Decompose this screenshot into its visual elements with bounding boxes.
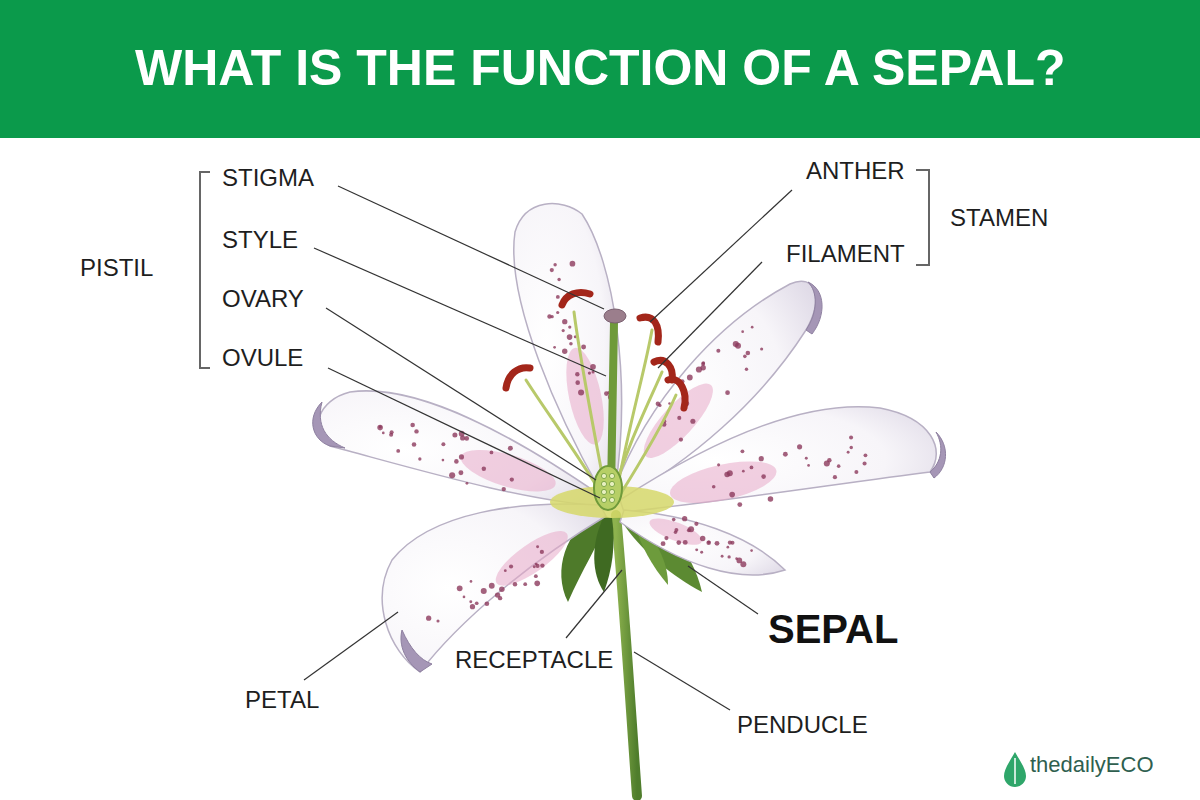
part-label: FILAMENT xyxy=(786,240,905,268)
petal-tips xyxy=(313,282,946,672)
flower-centre xyxy=(550,486,674,518)
part-label: ANTHER xyxy=(806,157,905,185)
stamen-bracket xyxy=(916,170,929,265)
petal-spots xyxy=(377,261,867,623)
part-label: STYLE xyxy=(222,226,298,254)
logo-drop xyxy=(1004,752,1026,787)
part-label: PETAL xyxy=(245,686,319,714)
part-label: PENDUCLE xyxy=(737,711,868,739)
watermark: thedailyECO xyxy=(1030,752,1154,777)
anthers xyxy=(506,292,685,408)
part-label: STIGMA xyxy=(222,164,314,192)
ovules xyxy=(601,473,614,502)
stigma xyxy=(604,309,626,323)
part-label: RECEPTACLE xyxy=(455,646,613,674)
pistil-bracket xyxy=(200,172,210,368)
part-label: SEPAL xyxy=(768,606,898,652)
part-label: OVARY xyxy=(222,285,304,313)
ovary xyxy=(594,466,622,510)
part-label: STAMEN xyxy=(950,204,1048,232)
petals xyxy=(318,204,936,672)
stem xyxy=(616,515,637,796)
leader-lines xyxy=(304,186,792,710)
part-label: OVULE xyxy=(222,344,303,372)
part-label: PISTIL xyxy=(80,254,153,282)
title: WHAT IS THE FUNCTION OF A SEPAL? xyxy=(135,40,1066,98)
